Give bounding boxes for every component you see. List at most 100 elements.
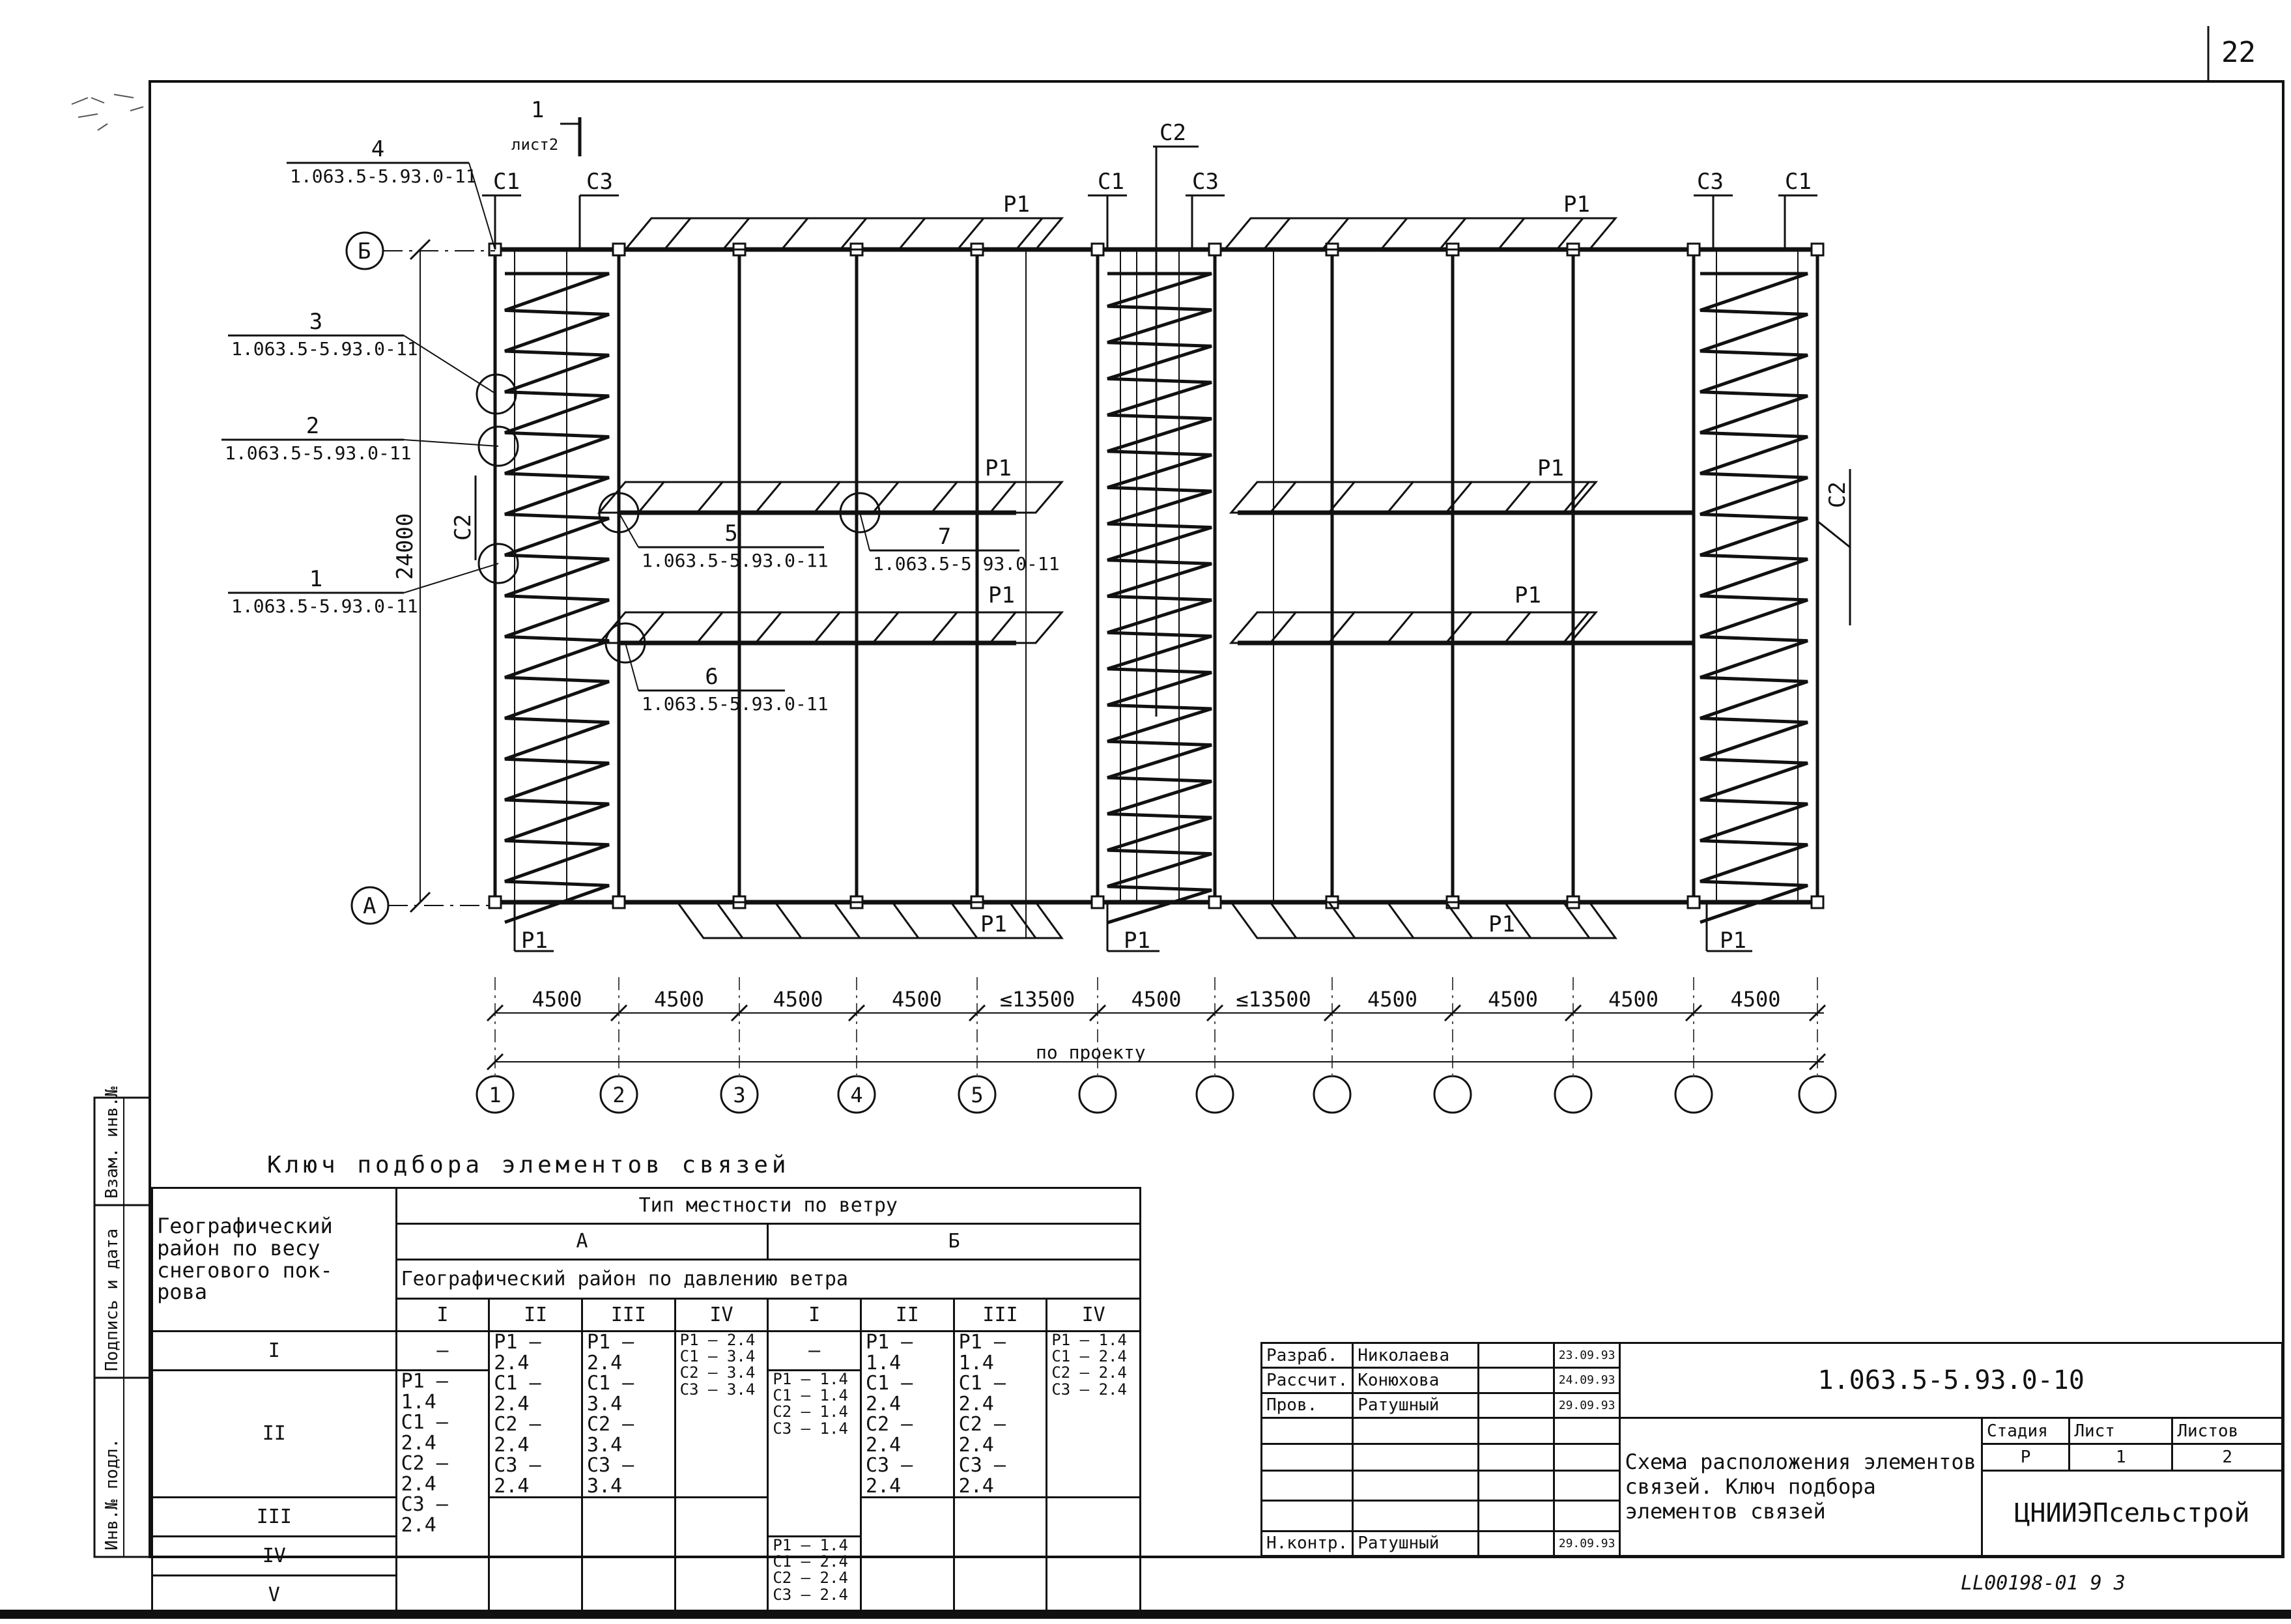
p1-hatch-stroke xyxy=(1438,218,1467,250)
p1-hatch-stroke xyxy=(1503,611,1532,644)
signature xyxy=(1477,1341,1555,1369)
dimension-span: 4500 xyxy=(1367,987,1417,1012)
column-base xyxy=(1090,895,1105,909)
side-stamp-signature: Подпись и дата xyxy=(102,1229,122,1371)
p1-hatch-stroke xyxy=(696,481,724,513)
section-number: 1 xyxy=(531,97,544,123)
axis-bubble xyxy=(1554,1075,1593,1114)
wind-region: II xyxy=(859,1298,955,1332)
callout-leader xyxy=(618,512,639,548)
label-p1: Р1 xyxy=(1124,928,1150,954)
p1-hatch-stroke xyxy=(872,481,900,513)
p1-hatch-stroke xyxy=(715,902,744,939)
handwriting-marks xyxy=(71,94,144,131)
p1-hatch-stroke xyxy=(950,902,978,939)
p1-hatch-stroke xyxy=(1328,481,1356,513)
p1-hatch-stroke xyxy=(872,611,900,644)
side-stamp-inventory: Инв.№ подл. xyxy=(102,1438,122,1550)
column-base xyxy=(612,895,626,909)
dimension-span: 4500 xyxy=(654,987,704,1012)
callout-leader xyxy=(625,642,639,691)
p1-hatch-stroke xyxy=(1445,902,1473,939)
role: Разраб. xyxy=(1260,1341,1354,1369)
key-cell: Р1 – 1.4 С1 – 2.4 С2 – 2.4 С3 – 2.4 xyxy=(395,1369,491,1616)
key-cell: Р1 – 2.4 С1 – 3.4 С2 – 3.4 С3 – 3.4 xyxy=(580,1330,676,1498)
date: 23.09.93 xyxy=(1552,1341,1621,1369)
axis-number: 1 xyxy=(489,1083,501,1107)
p1-outlines xyxy=(597,217,1618,939)
label-p1: Р1 xyxy=(1515,582,1541,608)
axis-bubble xyxy=(1195,1075,1234,1114)
callout-leader xyxy=(468,162,496,250)
p1-hatch-stroke xyxy=(956,218,985,250)
sheet-label: Лист xyxy=(2068,1416,2174,1446)
p1-hatch-stroke xyxy=(754,481,783,513)
p1-hatch-stroke xyxy=(1328,902,1356,939)
p1-hatch-stroke xyxy=(898,218,926,250)
p1-hatch-stroke xyxy=(930,481,959,513)
section-mark-1: 1 лист2 xyxy=(511,97,582,156)
p1-hatch-stroke xyxy=(1269,902,1298,939)
key-header-snow-region: Географический район по весу снегового п… xyxy=(151,1187,397,1332)
name: Ратушный xyxy=(1352,1530,1480,1558)
column-base xyxy=(488,895,502,909)
dimension-span: 4500 xyxy=(1730,987,1780,1012)
column-head xyxy=(1208,242,1222,257)
p1-labels: Р1 Р1 Р1 Р1 Р1 Р1 Р1 Р1 Р1 Р1 Р1 xyxy=(521,192,1746,954)
dimension-span: 4500 xyxy=(1488,987,1538,1012)
axis-label-b: Б xyxy=(358,238,371,264)
key-cell: Р1 – 2.4 С1 – 3.4 С2 – 3.4 С3 – 3.4 xyxy=(674,1330,769,1498)
wind-region: II xyxy=(488,1298,583,1332)
column-head xyxy=(1090,242,1105,257)
node-callout-circle xyxy=(477,543,519,584)
p1-hatch-stroke xyxy=(1562,611,1591,644)
axis-bubble xyxy=(1433,1075,1472,1114)
column-head xyxy=(1810,242,1825,257)
axis-number: 5 xyxy=(971,1083,983,1107)
p1-hatch-stroke xyxy=(813,611,842,644)
p1-hatch-stroke xyxy=(1556,218,1584,250)
bracing-plan: Р1 Р1 Р1 Р1 Р1 Р1 Р1 Р1 Р1 Р1 Р1 С1 С3 С… xyxy=(71,94,1851,1114)
snow-region: II xyxy=(151,1369,397,1498)
p1-hatch-stroke xyxy=(1269,481,1298,513)
drawing-title: Схема расположения элементов связей. Клю… xyxy=(1619,1416,1983,1558)
p1-hatch-stroke xyxy=(839,218,868,250)
column-base xyxy=(1686,895,1701,909)
node-callout-reference: 1.063.5-5.93.0-11 xyxy=(873,553,1060,575)
key-table: Географический район по весу снегового п… xyxy=(151,1187,1142,1616)
column-base xyxy=(1208,895,1222,909)
wind-region: I xyxy=(767,1298,862,1332)
key-header-terrain-b: Б xyxy=(767,1223,1141,1261)
p1-hatch-stroke xyxy=(891,902,920,939)
signature xyxy=(1477,1367,1555,1394)
axis-bubble xyxy=(1798,1075,1837,1114)
label-c1: С1 xyxy=(1785,169,1812,195)
p1-hatch-stroke xyxy=(1503,902,1532,939)
leader-lines xyxy=(474,145,1851,952)
c-labels: С1 С3 С1 С3 С2 С3 С1 С2 С2 xyxy=(450,120,1851,541)
p1-hatch-stroke xyxy=(663,218,692,250)
callout-leader xyxy=(403,335,497,395)
p1-hatch-stroke xyxy=(813,481,842,513)
p1-hatch-stroke xyxy=(637,481,666,513)
p1-hatch-stroke xyxy=(832,902,861,939)
dimension-tick xyxy=(1808,1053,1827,1071)
dimension-span: 4500 xyxy=(532,987,582,1012)
sheet-number: 22 xyxy=(2221,36,2256,69)
title-block: Разраб. Николаева 23.09.93 1.063.5-5.93.… xyxy=(1260,1341,2284,1558)
date: 29.09.93 xyxy=(1552,1530,1621,1558)
wind-region: I xyxy=(395,1298,491,1332)
axis-bubble xyxy=(599,1075,638,1114)
column-head xyxy=(1686,242,1701,257)
axis-bubble xyxy=(1313,1075,1352,1114)
p1-hatch-stroke xyxy=(1008,902,1037,939)
label-c2: С2 xyxy=(1160,120,1186,146)
axis-bubble xyxy=(958,1075,997,1114)
p1-hatch-stroke xyxy=(989,611,1017,644)
key-header-terrain-a: А xyxy=(395,1223,769,1261)
label-p1: Р1 xyxy=(1488,911,1515,937)
callout-leader xyxy=(403,439,499,447)
role: Рассчит. xyxy=(1260,1367,1354,1394)
p1-hatch-stroke xyxy=(1015,218,1044,250)
label-p1: Р1 xyxy=(1563,192,1590,218)
